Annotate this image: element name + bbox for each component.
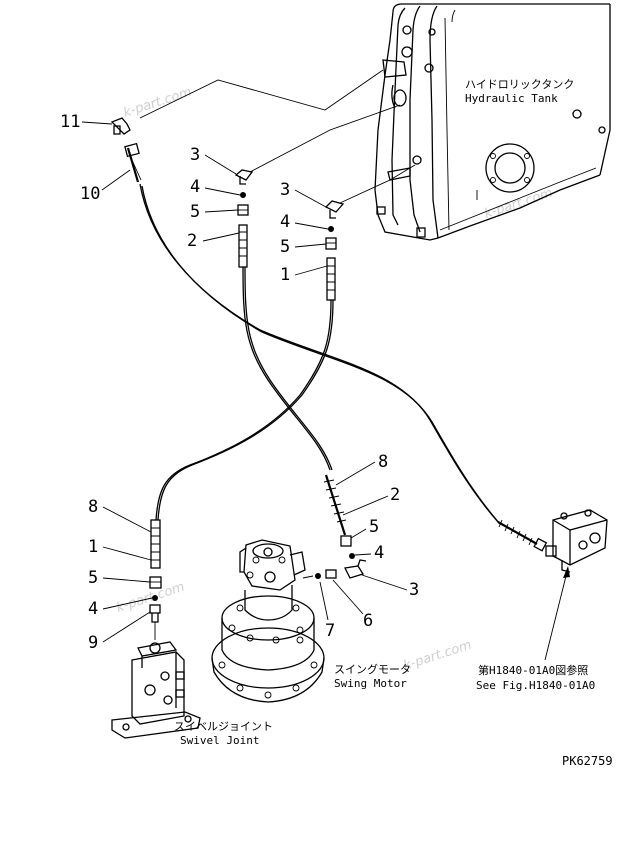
callout-4c: 4 — [374, 543, 384, 563]
watermarks: k-part.com k-part.com k-part.com k-part.… — [115, 85, 555, 674]
swing-motor-label-en: Swing Motor — [334, 677, 407, 690]
callout-5d: 5 — [88, 568, 98, 588]
fitting-11 — [110, 117, 131, 135]
callout-4a: 4 — [190, 177, 200, 197]
oring-4c — [349, 553, 355, 559]
callout-3b: 3 — [280, 180, 290, 200]
callout-5b: 5 — [280, 237, 290, 257]
hydraulic-tank-label-jp: ハイドロリックタンク — [465, 78, 574, 91]
swivel-joint-label-jp: スイベルジョイント — [174, 720, 273, 733]
nut-5b — [325, 237, 337, 250]
callout-9: 9 — [88, 633, 98, 653]
hose-1b — [155, 299, 332, 521]
callout-1b: 1 — [280, 265, 290, 285]
oring-4d — [152, 595, 158, 601]
oring-7 — [315, 573, 321, 579]
elbow-3c — [344, 559, 367, 579]
hose-end-8d — [150, 519, 161, 569]
oring-4b — [328, 226, 334, 232]
reference-label-jp: 第H1840-01A0図参照 — [478, 663, 588, 677]
hose-end-10 — [124, 142, 142, 183]
hose-end-1b — [326, 257, 336, 301]
swivel-joint-label-en: Swivel Joint — [180, 734, 259, 747]
hydraulic-tank-drawing — [374, 3, 611, 241]
callout-4b: 4 — [280, 212, 290, 232]
figure-id: PK62759 — [562, 754, 613, 768]
hydraulic-tank-label-en: Hydraulic Tank — [465, 92, 558, 105]
callout-3c: 3 — [409, 580, 419, 600]
hose-end-8c — [323, 474, 347, 536]
elbow-3b — [324, 200, 345, 219]
hose-end-valve — [497, 519, 548, 552]
callout-4d: 4 — [88, 599, 98, 619]
oring-4a — [240, 192, 246, 198]
callout-10: 10 — [80, 184, 100, 204]
callout-2c: 2 — [390, 485, 400, 505]
nut-5c — [340, 535, 352, 547]
watermark-1: k-part.com — [122, 85, 194, 121]
control-valve-drawing — [545, 509, 608, 573]
callout-6: 6 — [363, 611, 373, 631]
elbow-3a — [234, 169, 254, 185]
watermark-4: k-part.com — [402, 638, 474, 674]
callout-2a: 2 — [187, 231, 197, 251]
callout-1d: 1 — [88, 537, 98, 557]
callout-8d: 8 — [88, 497, 98, 517]
callout-7: 7 — [325, 621, 335, 641]
callout-5c: 5 — [369, 517, 379, 537]
reference-arrow — [563, 566, 570, 578]
tank-leader-line — [139, 69, 384, 119]
callout-5a: 5 — [190, 202, 200, 222]
hose-2a — [242, 266, 331, 471]
adapter-9 — [149, 604, 161, 623]
swing-motor-label-jp: スイングモータ — [334, 662, 411, 676]
callout-11: 11 — [60, 112, 80, 132]
nut-5d — [149, 576, 162, 589]
swivel-joint-drawing — [111, 641, 201, 739]
hose-end-2a — [238, 224, 248, 268]
callout-8c: 8 — [378, 452, 388, 472]
reference-label-en: See Fig.H1840-01A0 — [476, 679, 595, 692]
reference-leader-line — [544, 567, 569, 661]
swing-motor-drawing — [211, 539, 325, 703]
connector-6 — [325, 569, 337, 579]
callout-3a: 3 — [190, 145, 200, 165]
